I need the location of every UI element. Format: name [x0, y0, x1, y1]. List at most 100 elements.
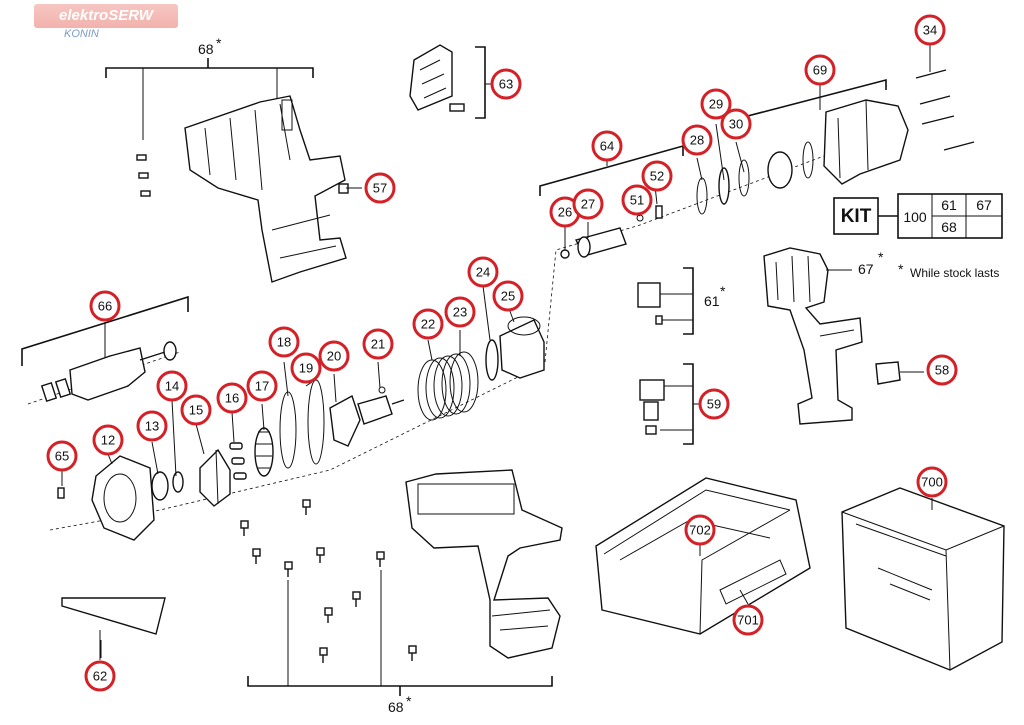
watermark-logo: elektroSERW	[34, 4, 178, 28]
kit-qty: 100	[903, 209, 927, 225]
watermark-city: KONIN	[64, 28, 99, 40]
gear-17	[254, 427, 274, 477]
kit-cell-68: 68	[941, 219, 957, 235]
callout-22: 22	[412, 308, 444, 340]
svg-text:69: 69	[813, 63, 827, 78]
svg-text:30: 30	[729, 117, 743, 132]
svg-text:59: 59	[707, 397, 721, 412]
stock-note: While stock lasts	[910, 266, 999, 280]
svg-text:58: 58	[935, 363, 949, 378]
callout-25: 25	[492, 280, 524, 312]
callout-23: 23	[444, 296, 476, 328]
label-61-star: *	[720, 283, 726, 299]
callout-700: 700	[916, 466, 948, 498]
label-68-bottom-star: *	[406, 693, 412, 709]
case-closed-700	[841, 487, 1005, 671]
callout-702: 702	[684, 514, 716, 546]
callout-15: 15	[180, 394, 212, 426]
clip-part-63	[409, 44, 465, 112]
svg-text:700: 700	[921, 475, 943, 490]
callout-63: 63	[490, 68, 522, 100]
svg-text:29: 29	[709, 97, 723, 112]
kit-cell-61: 61	[941, 197, 957, 213]
kit-cell-67: 67	[976, 197, 992, 213]
svg-text:13: 13	[145, 419, 159, 434]
callout-65: 65	[46, 440, 78, 472]
svg-text:65: 65	[55, 449, 69, 464]
label-61: 61	[704, 293, 720, 309]
bracket-66	[21, 295, 189, 366]
svg-text:25: 25	[501, 289, 515, 304]
callout-17: 17	[246, 370, 278, 402]
svg-text:701: 701	[737, 613, 759, 628]
callout-20: 20	[318, 340, 350, 372]
svg-text:57: 57	[373, 181, 387, 196]
ring-13-14	[151, 471, 184, 501]
callout-19: 19	[290, 352, 322, 384]
label-plate-62	[61, 597, 166, 658]
callout-59: 59	[698, 388, 730, 420]
svg-text:15: 15	[189, 403, 203, 418]
callout-62: 62	[84, 660, 116, 692]
svg-text:28: 28	[690, 133, 704, 148]
label-68-top: 68	[198, 41, 214, 57]
svg-text:18: 18	[277, 335, 291, 350]
housing-half-left-upper	[184, 95, 347, 283]
label-58	[875, 361, 901, 385]
svg-text:19: 19	[299, 361, 313, 376]
bracket-63	[475, 46, 492, 119]
label-67-star: *	[878, 249, 884, 265]
bracket-61	[660, 267, 694, 335]
svg-text:21: 21	[371, 337, 385, 352]
svg-text:66: 66	[98, 299, 112, 314]
callout-28: 28	[681, 124, 713, 156]
svg-text:16: 16	[225, 391, 239, 406]
gear-housing-12	[91, 455, 155, 541]
springs-22-23	[417, 351, 479, 421]
spindle-20-21	[329, 386, 405, 447]
switch-59	[639, 379, 665, 435]
screws-34	[915, 69, 975, 151]
callout-24: 24	[467, 256, 499, 288]
pins-16	[229, 442, 247, 480]
label-67: 67	[858, 261, 874, 277]
nose-cover-69	[767, 99, 909, 189]
svg-text:52: 52	[650, 169, 664, 184]
svg-text:20: 20	[327, 349, 341, 364]
motor-part-66	[40, 341, 177, 403]
kit-table: KIT 100 61 67 68	[833, 193, 1003, 239]
washers-28-29-30	[696, 159, 750, 215]
svg-text:26: 26	[558, 205, 572, 220]
hammer-25	[499, 316, 545, 379]
callout-29: 29	[700, 88, 732, 120]
screws-68-bottom	[240, 499, 417, 663]
callout-51: 51	[621, 184, 653, 216]
bracket-68-bottom	[247, 570, 553, 696]
svg-text:63: 63	[499, 77, 513, 92]
svg-text:22: 22	[421, 317, 435, 332]
housing-assembly-67	[763, 247, 863, 425]
callout-34: 34	[914, 14, 946, 46]
callout-57: 57	[364, 172, 396, 204]
stock-note-star: *	[898, 261, 904, 277]
switch-61	[637, 282, 663, 325]
callout-58: 58	[926, 354, 958, 386]
svg-text:34: 34	[923, 23, 937, 38]
callout-69: 69	[804, 54, 836, 86]
ring-24	[485, 339, 499, 381]
washer-18-19	[279, 379, 325, 469]
callout-12: 12	[92, 424, 124, 456]
bracket-68-top	[105, 58, 314, 140]
housing-half-right-lower	[405, 469, 563, 659]
screw-65	[57, 487, 65, 499]
svg-text:62: 62	[93, 669, 107, 684]
svg-text:17: 17	[255, 379, 269, 394]
kit-label: KIT	[841, 206, 872, 227]
svg-text:14: 14	[165, 379, 179, 394]
callout-701: 701	[732, 604, 764, 636]
svg-text:702: 702	[689, 523, 711, 538]
callout-26: 26	[549, 196, 581, 228]
case-open-701	[595, 477, 811, 635]
